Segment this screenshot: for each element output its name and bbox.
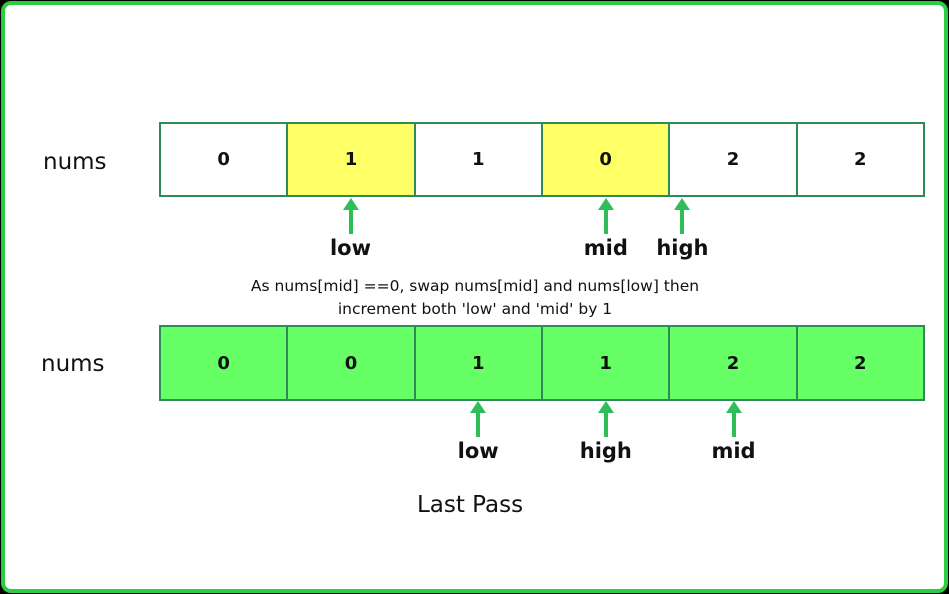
- before-cell-1: 1: [288, 124, 416, 195]
- up-arrow-icon: [597, 198, 614, 234]
- pointer-label: high: [579, 439, 632, 463]
- after-pointer-low: low: [438, 401, 518, 462]
- pointer-label: mid: [583, 236, 628, 260]
- pointer-label: mid: [711, 439, 756, 463]
- pointer-label: high: [656, 236, 709, 260]
- before-cell-4: 2: [670, 124, 798, 195]
- before-cell-5: 2: [797, 124, 923, 195]
- after-cell-5: 2: [797, 327, 923, 399]
- pointer-label: low: [329, 236, 372, 260]
- up-arrow-icon: [470, 401, 487, 437]
- before-cell-3: 0: [542, 124, 671, 195]
- before-pointer-high: high: [642, 198, 722, 259]
- before-row-label: nums: [43, 149, 107, 175]
- up-arrow-icon: [674, 198, 691, 234]
- after-row-label: nums: [41, 351, 105, 377]
- explanation-line-2: increment both 'low' and 'mid' by 1: [337, 300, 613, 318]
- after-pointer-mid: mid: [694, 401, 774, 462]
- after-cell-2: 1: [415, 327, 543, 399]
- up-arrow-icon: [725, 401, 742, 437]
- pointer-label: low: [457, 439, 499, 463]
- before-pointer-low: low: [311, 198, 391, 259]
- after-pointer-high: high: [566, 401, 646, 462]
- up-arrow-icon: [342, 198, 359, 234]
- after-cell-4: 2: [670, 327, 798, 399]
- after-cell-3: 1: [542, 327, 671, 399]
- explanation-line-1: As nums[mid] ==0, swap nums[mid] and num…: [250, 277, 700, 295]
- before-pointer-mid: mid: [566, 198, 646, 259]
- after-cell-1: 0: [288, 327, 416, 399]
- up-arrow-icon: [597, 401, 614, 437]
- after-cell-0: 0: [161, 327, 289, 399]
- before-cell-0: 0: [161, 124, 289, 195]
- before-cell-2: 1: [415, 124, 543, 195]
- explanation-note: As nums[mid] ==0, swap nums[mid] and num…: [185, 275, 765, 321]
- pass-title: Last Pass: [416, 492, 524, 518]
